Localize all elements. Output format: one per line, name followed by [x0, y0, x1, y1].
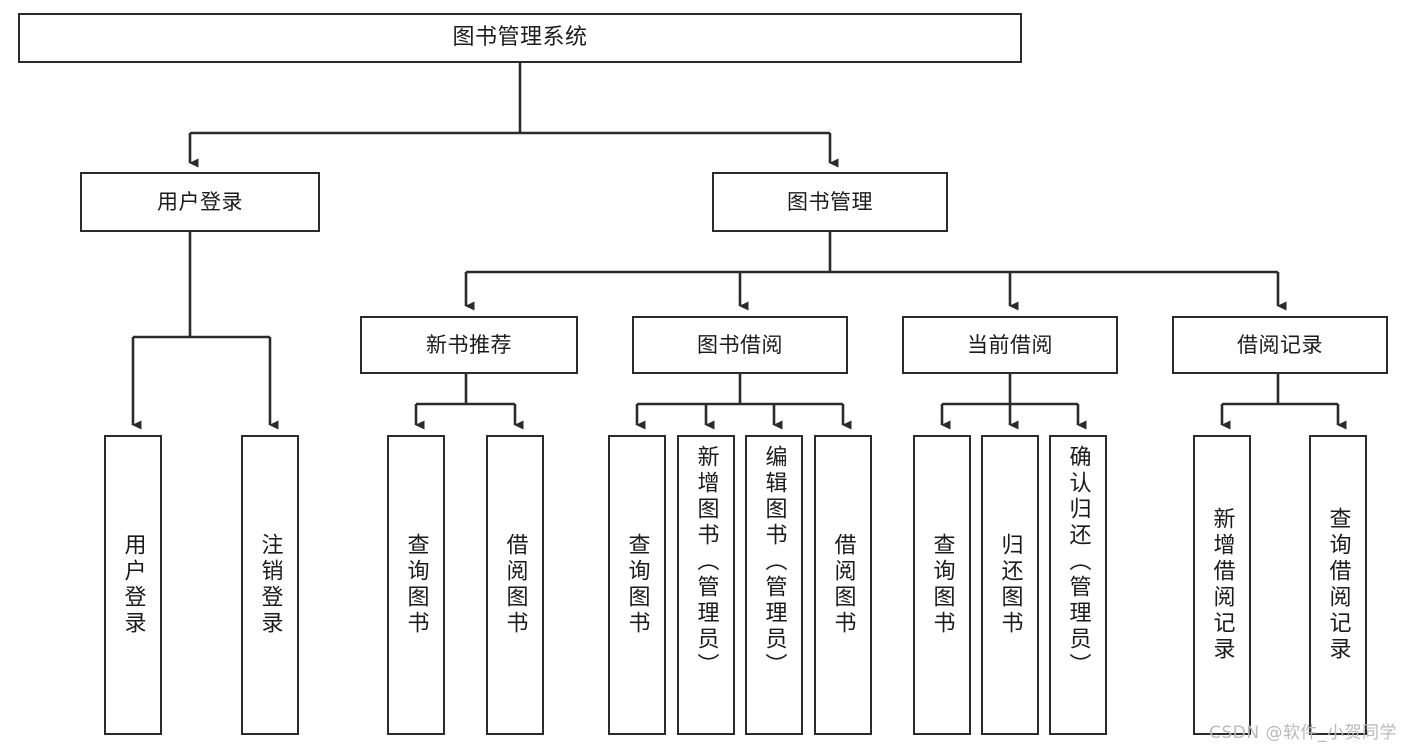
node-label: 新增借阅记录 [1209, 507, 1235, 663]
node-label: 借阅记录 [1237, 332, 1323, 357]
node-label: 归还图书 [997, 533, 1023, 637]
node-label: 查询图书 [929, 533, 955, 637]
node-label: 用户登录 [120, 533, 146, 637]
node-book-borrow[interactable]: 图书借阅 [632, 316, 848, 374]
leaf-add-book-admin[interactable]: 新增图书（管理员） [677, 435, 735, 735]
node-label: 确认归还（管理员） [1065, 445, 1091, 679]
node-label: 图书借阅 [697, 332, 783, 357]
leaf-return-book[interactable]: 归还图书 [981, 435, 1039, 735]
leaf-edit-book-admin[interactable]: 编辑图书（管理员） [745, 435, 803, 735]
node-current-borrow[interactable]: 当前借阅 [902, 316, 1118, 374]
node-root-system[interactable]: 图书管理系统 [18, 13, 1022, 63]
leaf-recommend-borrow-book[interactable]: 借阅图书 [486, 435, 544, 735]
node-label: 注销登录 [257, 533, 283, 637]
leaf-borrow-query-book[interactable]: 查询图书 [608, 435, 666, 735]
node-label: 借阅图书 [830, 533, 856, 637]
node-label: 图书管理 [787, 189, 873, 214]
leaf-add-borrow-record[interactable]: 新增借阅记录 [1193, 435, 1251, 735]
node-label: 新书推荐 [426, 332, 512, 357]
node-label: 查询图书 [624, 533, 650, 637]
node-label: 图书管理系统 [452, 25, 588, 51]
node-label: 用户登录 [157, 189, 243, 214]
leaf-user-login[interactable]: 用户登录 [104, 435, 162, 735]
node-label: 编辑图书（管理员） [761, 445, 787, 679]
leaf-query-borrow-record[interactable]: 查询借阅记录 [1309, 435, 1367, 735]
node-label: 新增图书（管理员） [693, 445, 719, 679]
leaf-recommend-query-book[interactable]: 查询图书 [387, 435, 445, 735]
leaf-confirm-return-admin[interactable]: 确认归还（管理员） [1049, 435, 1107, 735]
node-user-login[interactable]: 用户登录 [80, 172, 320, 232]
node-borrow-record[interactable]: 借阅记录 [1172, 316, 1388, 374]
leaf-logout[interactable]: 注销登录 [241, 435, 299, 735]
node-new-book-recommend[interactable]: 新书推荐 [360, 316, 578, 374]
node-label: 查询借阅记录 [1325, 507, 1351, 663]
node-label: 查询图书 [403, 533, 429, 637]
node-book-management[interactable]: 图书管理 [712, 172, 948, 232]
node-label: 借阅图书 [502, 533, 528, 637]
leaf-current-query-book[interactable]: 查询图书 [913, 435, 971, 735]
csdn-watermark: CSDN @软件_小贺同学 [1209, 723, 1397, 743]
leaf-borrow-book[interactable]: 借阅图书 [814, 435, 872, 735]
node-label: 当前借阅 [967, 332, 1053, 357]
